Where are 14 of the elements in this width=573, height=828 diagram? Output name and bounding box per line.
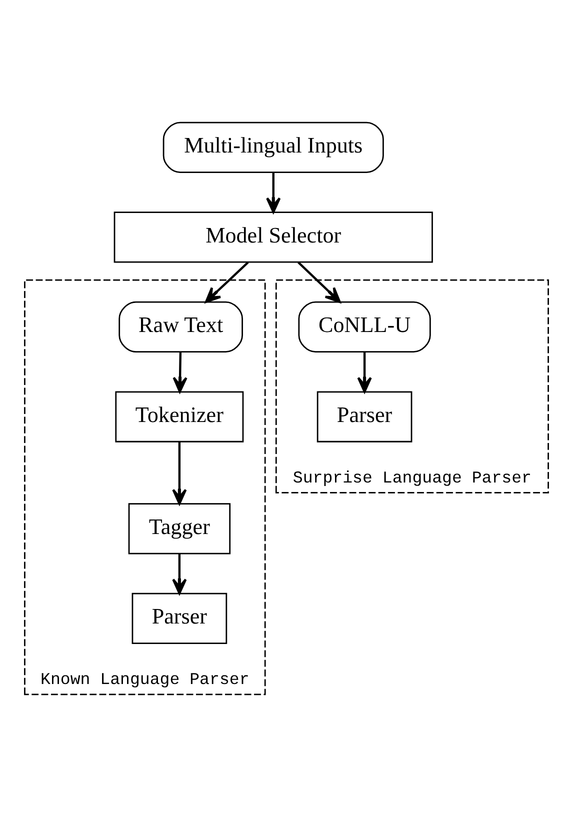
- node-box: Raw Text: [118, 301, 243, 353]
- node-box: Tagger: [128, 503, 231, 554]
- node-box: Multi-lingual Inputs: [162, 122, 384, 173]
- node-box: Parser: [316, 391, 412, 442]
- arrow: [172, 352, 188, 393]
- arrow: [172, 554, 187, 594]
- arrow: [266, 172, 281, 214]
- node-box: Parser: [132, 592, 228, 644]
- arrow: [357, 352, 372, 393]
- arrow: [298, 262, 341, 303]
- node-box: Model Selector: [114, 212, 433, 263]
- node-box: Tokenizer: [115, 391, 244, 442]
- node-box: CoNLL-U: [298, 301, 431, 353]
- arrow: [172, 442, 187, 505]
